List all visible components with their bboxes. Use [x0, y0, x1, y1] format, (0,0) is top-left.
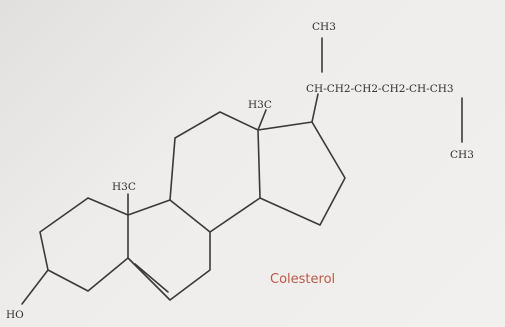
ho-bond [21, 269, 49, 305]
ho-label: HO [6, 309, 24, 321]
atom-labels: CH3 CH-CH2-CH2-CH2-CH-CH3 CH3 H3C H3C HO [6, 21, 474, 321]
double-bond [134, 263, 169, 293]
ch3-top-label: CH3 [312, 21, 336, 33]
h3c-d-ring-label: H3C [248, 99, 272, 111]
ring-c [169, 111, 261, 233]
ring-b [127, 199, 211, 301]
ring-a [39, 197, 129, 292]
side-chain-bond [311, 93, 319, 123]
side-chain-label: CH-CH2-CH2-CH2-CH-CH3 [306, 83, 454, 95]
methyl-bond-d [257, 109, 267, 131]
ch3-bottom-label: CH3 [450, 149, 474, 161]
ring-d [257, 121, 346, 226]
compound-name: Colesterol [270, 272, 335, 287]
bond-skeleton [21, 37, 463, 305]
h3c-b-ring-label: H3C [112, 181, 136, 193]
